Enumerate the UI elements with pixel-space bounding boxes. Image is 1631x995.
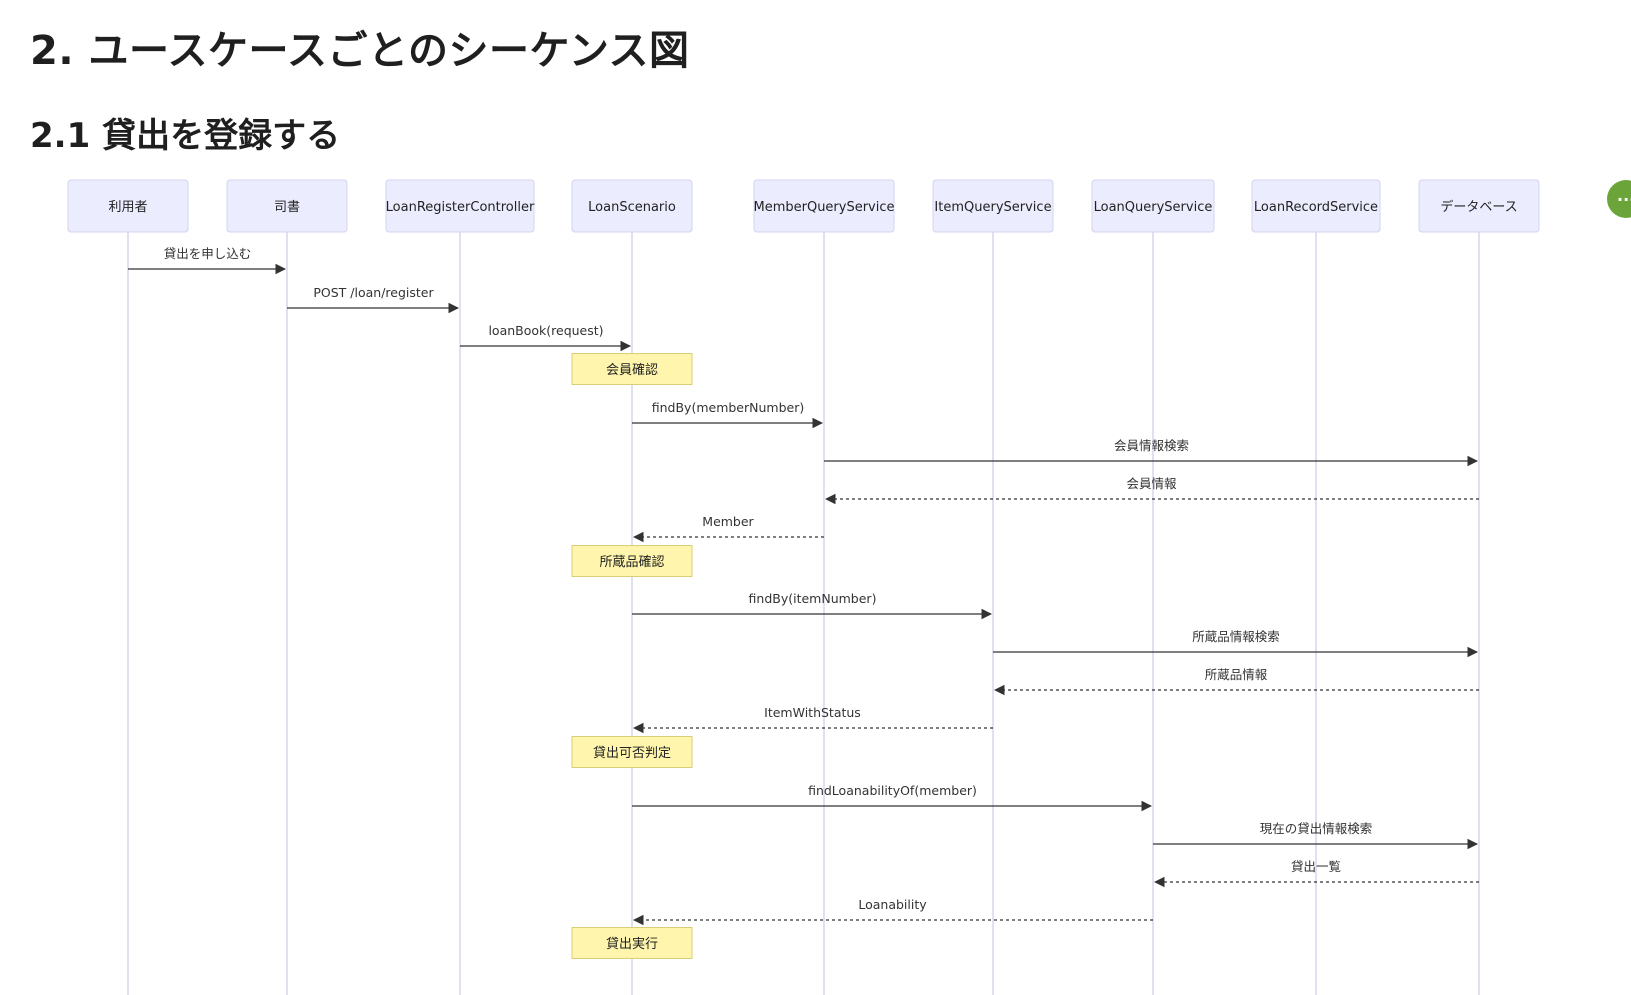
message-label: 現在の貸出情報検索 [1260,821,1373,836]
participant-label: LoanRecordService [1254,200,1378,215]
note-box [571,545,693,577]
participant-label: 司書 [274,200,300,215]
message-label: 所蔵品情報検索 [1192,629,1280,644]
participant-box-2 [385,179,535,233]
participant-box-7 [1251,179,1381,233]
note-label: 貸出実行 [606,936,658,952]
message-label: ItemWithStatus [764,705,861,720]
message-label: 所蔵品情報 [1205,667,1268,682]
participant-label: データベース [1440,199,1517,215]
note-box [571,927,693,959]
note-label: 所蔵品確認 [599,554,664,570]
message-label: 会員情報 [1126,476,1177,491]
message-label: 貸出を申し込む [164,246,252,261]
message-label: Member [702,514,754,529]
participant-label: ItemQueryService [934,200,1051,215]
message-label: loanBook(request) [488,323,603,338]
message-label: 貸出一覧 [1291,859,1341,874]
page-title: 2. ユースケースごとのシーケンス図 [30,28,690,74]
participant-box-6 [1091,179,1215,233]
message-label: 会員情報検索 [1114,438,1189,453]
message-label: findLoanabilityOf(member) [808,783,977,798]
participant-label: LoanRegisterController [386,200,535,215]
message-label: POST /loan/register [313,285,434,300]
message-label: findBy(itemNumber) [749,591,877,606]
participant-box-1 [226,179,348,233]
participant-label: LoanScenario [588,200,676,215]
section-title: 2.1 貸出を登録する [30,116,341,156]
participant-label: LoanQueryService [1094,200,1213,215]
note-label: 会員確認 [606,362,658,378]
note-box [571,736,693,768]
participant-box-5 [932,179,1054,233]
participant-label: MemberQueryService [753,200,894,215]
note-label: 貸出可否判定 [593,745,671,761]
note-box [571,353,693,385]
participant-box-3 [571,179,693,233]
participant-box-4 [753,179,895,233]
message-label: findBy(memberNumber) [652,400,804,415]
participant-label: 利用者 [108,200,147,215]
message-label: Loanability [858,897,927,912]
participant-box-0 [67,179,189,233]
more-options-button[interactable]: ··· [1607,180,1631,218]
participant-box-8 [1418,179,1540,233]
